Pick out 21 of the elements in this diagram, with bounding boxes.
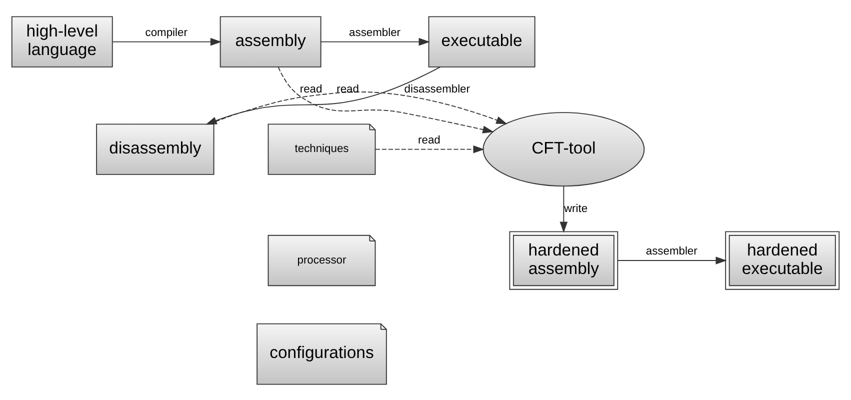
arrow: [206, 66, 441, 124]
node-box: assembly: [220, 16, 322, 67]
edge-label: compiler: [145, 26, 188, 38]
edge-label: assembler: [349, 26, 401, 38]
edge-label: read: [300, 83, 322, 96]
node-box: hardened assembly: [509, 230, 618, 290]
node-box: hardened executable: [725, 230, 840, 290]
arrow: [278, 66, 494, 133]
node-box: executable: [428, 16, 536, 67]
arrow: [560, 185, 568, 232]
node-box: high-level language: [11, 16, 113, 67]
arrow: [112, 37, 222, 46]
node-box: disassembly: [96, 123, 214, 174]
edge-label: read: [418, 134, 440, 146]
arrow: [320, 37, 430, 46]
arrow: [374, 144, 484, 153]
edge-label: disassembler: [404, 83, 470, 96]
arrow: [617, 256, 727, 264]
edge-label: read: [336, 83, 359, 96]
edge-label: write: [564, 202, 588, 214]
edge-label: assembler: [646, 245, 698, 258]
